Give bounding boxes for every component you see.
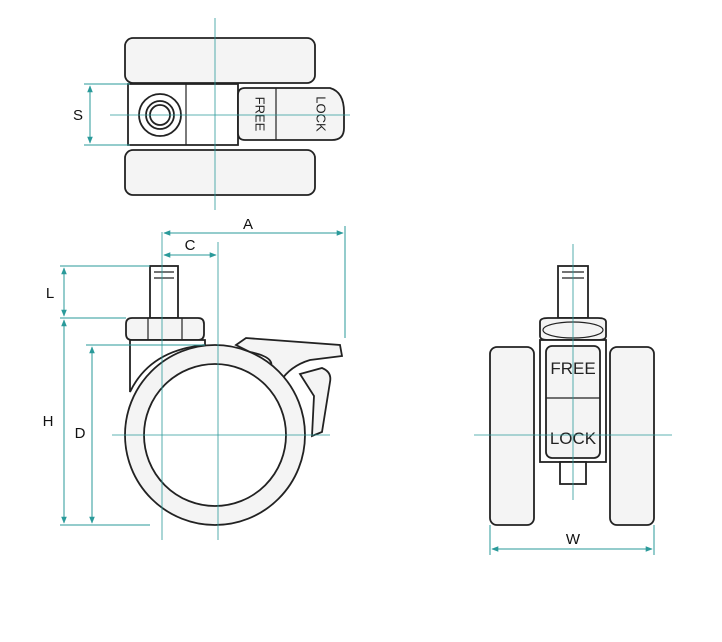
dim-c-label: C xyxy=(185,237,196,254)
side-brake-pad xyxy=(298,367,332,438)
top-wheel-lower xyxy=(124,149,316,196)
dim-l-label: L xyxy=(46,285,54,302)
side-view: A C L H D xyxy=(43,216,346,540)
dim-s-label: S xyxy=(73,107,83,124)
front-wheel-left xyxy=(489,346,535,526)
dim-d-label: D xyxy=(75,425,86,442)
top-wheel-upper xyxy=(124,37,316,84)
dim-h-label: H xyxy=(43,413,54,430)
dim-w-label: W xyxy=(566,531,581,548)
dim-a-label: A xyxy=(243,216,253,233)
side-stem xyxy=(149,265,179,319)
front-wheel-right xyxy=(609,346,655,526)
top-lock-label: LOCK xyxy=(314,96,329,132)
top-free-label: FREE xyxy=(253,97,268,132)
side-hex-nut xyxy=(125,317,205,341)
front-view: FREE LOCK W xyxy=(474,244,672,555)
top-brake-lever xyxy=(237,87,345,141)
top-view: FREE LOCK S xyxy=(73,18,350,210)
